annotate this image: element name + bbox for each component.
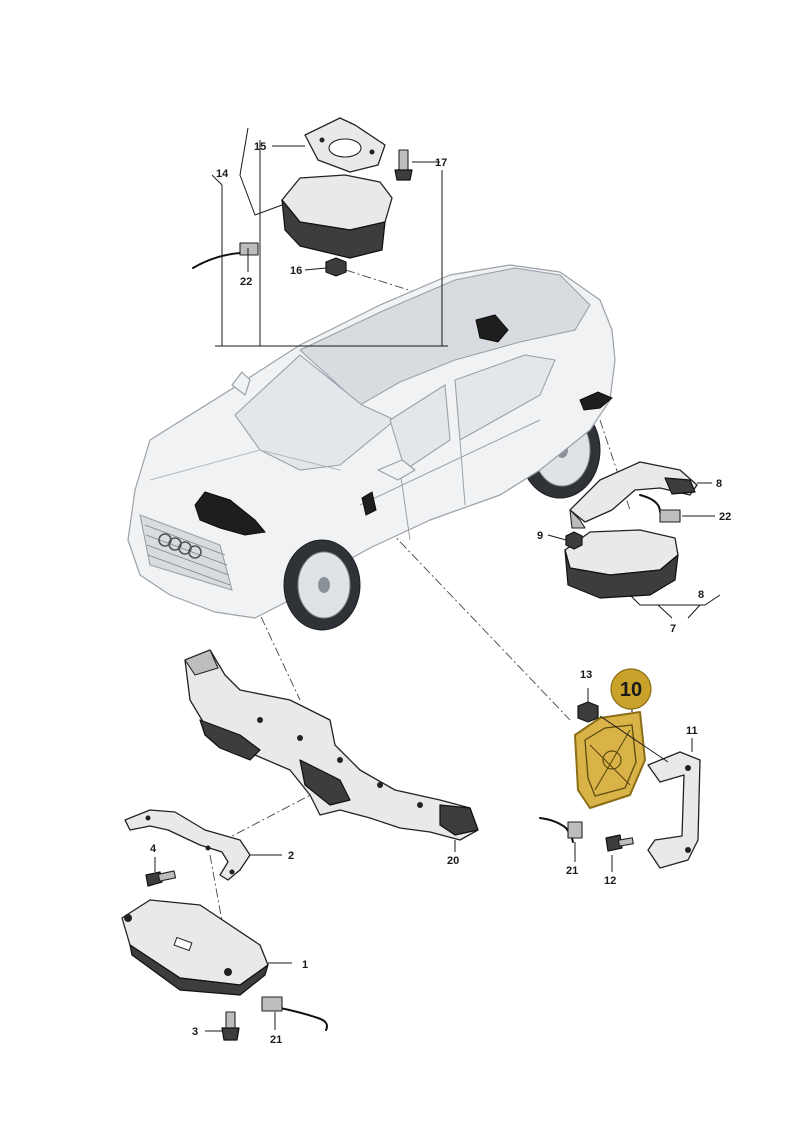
roof-module-location — [475, 314, 509, 343]
bracket-2 — [124, 809, 251, 881]
callout-22-right: 22 — [719, 511, 731, 523]
control-unit-10-highlighted — [574, 711, 646, 809]
car-roof — [299, 267, 591, 406]
connector-22-right — [659, 509, 681, 523]
callout-9: 9 — [537, 530, 543, 542]
control-unit-14-side — [281, 199, 386, 259]
callout-10: 10 — [620, 679, 642, 701]
callout-21-right: 21 — [566, 865, 578, 877]
nut-13 — [577, 701, 599, 723]
callout-13: 13 — [580, 669, 592, 681]
callout-14: 14 — [216, 168, 229, 180]
connector-21-bottom — [261, 996, 283, 1012]
bolt-17 — [394, 149, 413, 181]
callout-11: 11 — [686, 725, 698, 737]
bolt-4 — [145, 870, 177, 887]
car-body — [127, 264, 616, 631]
right-module-group — [564, 461, 698, 599]
callout-10-highlight: 10 — [610, 668, 652, 710]
bolt-3 — [221, 1011, 240, 1041]
callout-20: 20 — [447, 855, 459, 867]
nut-16 — [325, 257, 347, 277]
radar-under-hood — [194, 491, 266, 536]
top-control-unit-group — [192, 117, 413, 277]
wire-21-bottom — [279, 1007, 328, 1031]
callout-22-top: 22 — [240, 276, 252, 288]
carrier-bracket-8 — [569, 461, 698, 523]
control-unit-7-side — [564, 549, 679, 599]
bracket-lines-top — [211, 127, 448, 347]
side-window-front — [389, 384, 451, 471]
callout-12: 12 — [604, 875, 616, 887]
side-window-rear — [454, 354, 556, 441]
callout-16: 16 — [290, 265, 302, 277]
callout-labels: 1 2 3 4 7 8 8 9 11 12 13 14 15 16 17 20 … — [150, 141, 731, 1046]
brand-rings-logo — [158, 533, 202, 559]
radar-unit-1 — [121, 899, 269, 996]
rear-sensor-location — [579, 391, 613, 411]
pillar-sensor-location — [361, 491, 377, 516]
callout-1: 1 — [302, 959, 308, 971]
windshield — [234, 354, 397, 471]
mounting-bracket-11 — [647, 751, 701, 869]
callout-7: 7 — [670, 623, 676, 635]
control-unit-10-group — [539, 701, 701, 869]
bracket-lines-right — [547, 482, 721, 619]
callout-8-bottom: 8 — [698, 589, 704, 601]
callout-21-bottom: 21 — [270, 1034, 282, 1046]
crossmember-20 — [184, 649, 479, 841]
connector-22-top — [239, 242, 259, 256]
nut-9 — [565, 531, 583, 550]
connector-21-right — [567, 821, 583, 839]
callout-8-top: 8 — [716, 478, 722, 490]
bolt-12 — [605, 834, 634, 852]
side-mirror-left — [231, 371, 251, 396]
callout-3: 3 — [192, 1026, 198, 1038]
callout-2: 2 — [288, 850, 294, 862]
side-mirror — [377, 459, 416, 481]
callout-4: 4 — [150, 843, 157, 855]
callout-17: 17 — [435, 157, 447, 169]
callout-15: 15 — [254, 141, 266, 153]
